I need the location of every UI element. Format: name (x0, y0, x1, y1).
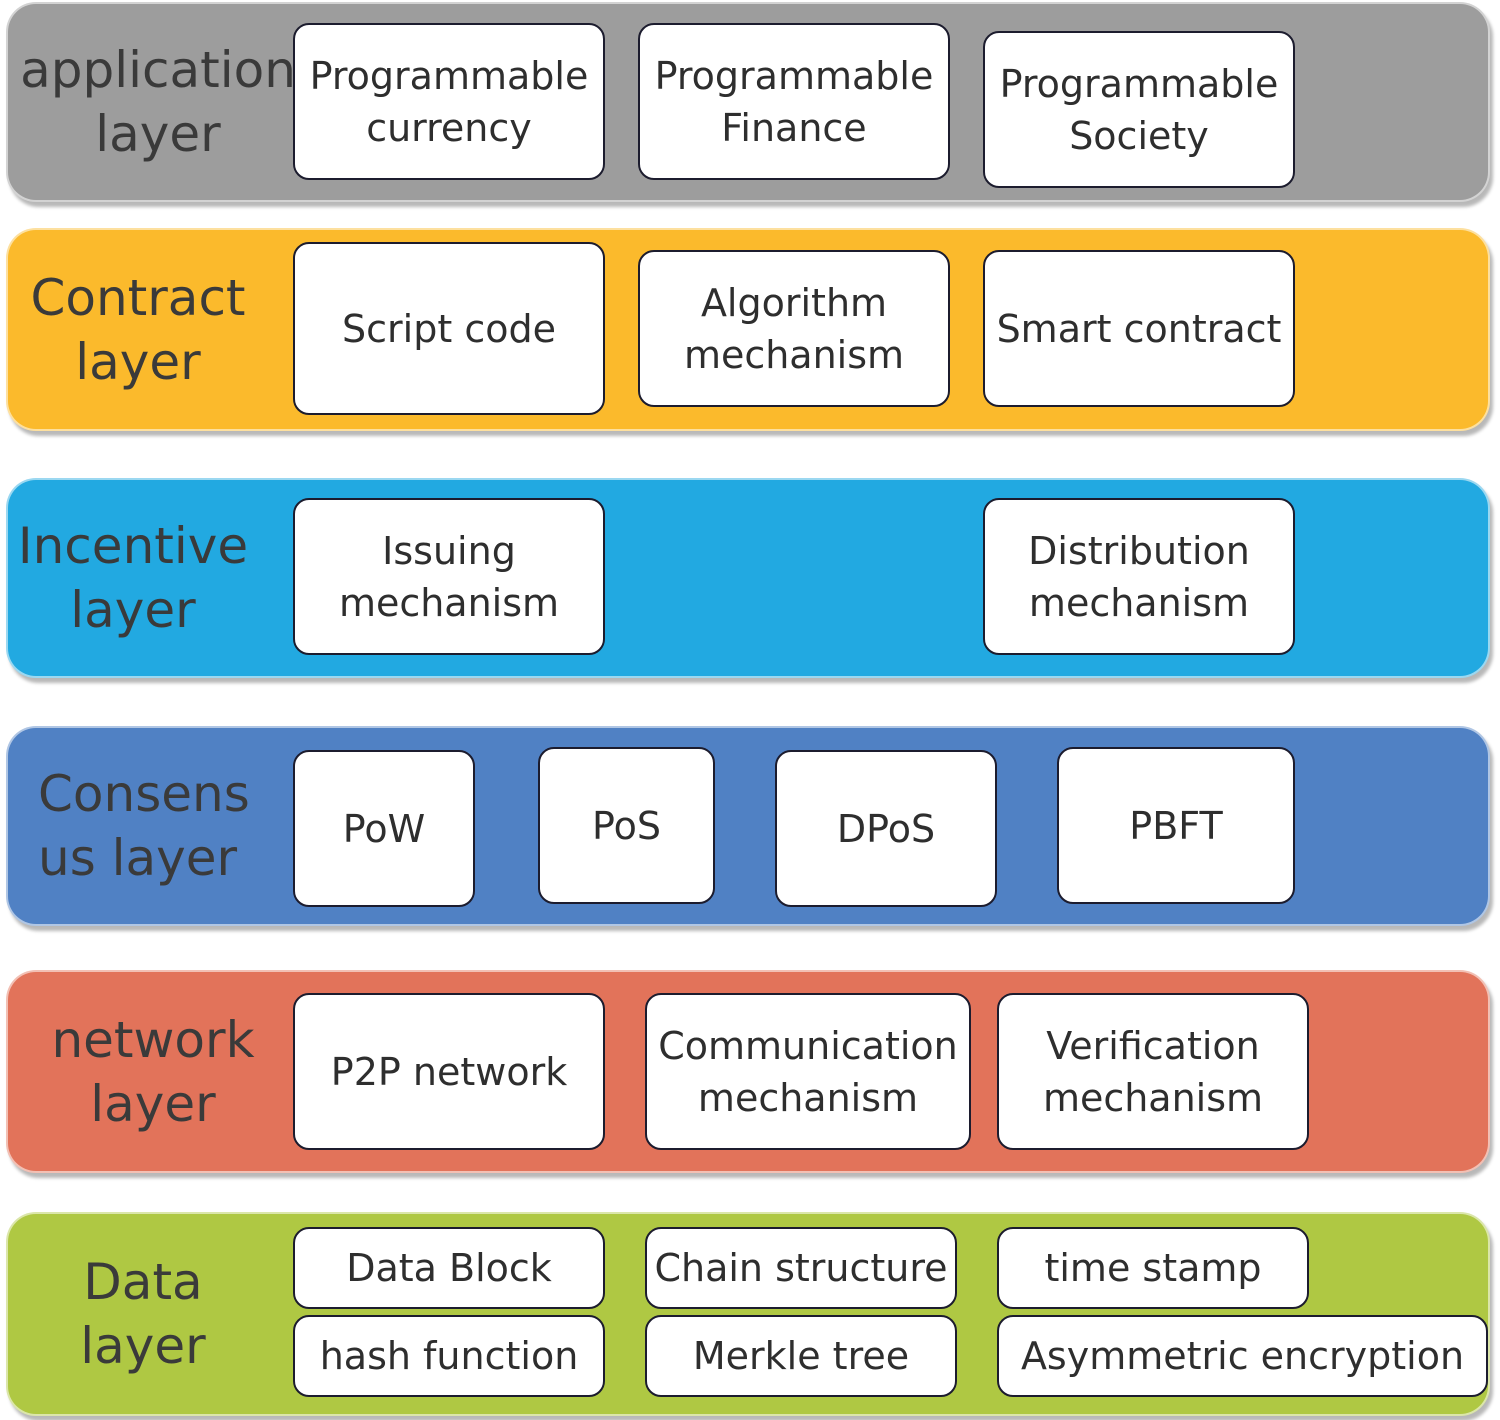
component-box: Issuing mechanism (293, 498, 605, 655)
component-box: Chain structure (645, 1227, 957, 1309)
component-box: Asymmetric encryption (997, 1315, 1488, 1397)
layer-label-consensus: Consens us layer (38, 765, 250, 887)
component-box: DPoS (775, 750, 997, 907)
component-box: Script code (293, 242, 605, 415)
component-box: PoW (293, 750, 475, 907)
layer-label-contract: Contract layer (30, 269, 246, 391)
component-box: Verification mechanism (997, 993, 1309, 1150)
component-box: Data Block (293, 1227, 605, 1309)
layer-label-incentive: Incentive layer (17, 517, 249, 639)
component-box: time stamp (997, 1227, 1309, 1309)
component-box: Programmable Finance (638, 23, 950, 180)
component-box: Programmable Society (983, 31, 1295, 188)
component-box: Smart contract (983, 250, 1295, 407)
component-box: P2P network (293, 993, 605, 1150)
component-box: Merkle tree (645, 1315, 957, 1397)
component-box: hash function (293, 1315, 605, 1397)
component-box: PBFT (1057, 747, 1295, 904)
layer-label-application: application layer (20, 41, 296, 163)
component-box: Programmable currency (293, 23, 605, 180)
component-box: Algorithm mechanism (638, 250, 950, 407)
component-box: Communication mechanism (645, 993, 971, 1150)
layer-label-network: network layer (51, 1011, 255, 1133)
component-box: Distribution mechanism (983, 498, 1295, 655)
layer-label-data: Data layer (80, 1253, 206, 1375)
component-box: PoS (538, 747, 715, 904)
